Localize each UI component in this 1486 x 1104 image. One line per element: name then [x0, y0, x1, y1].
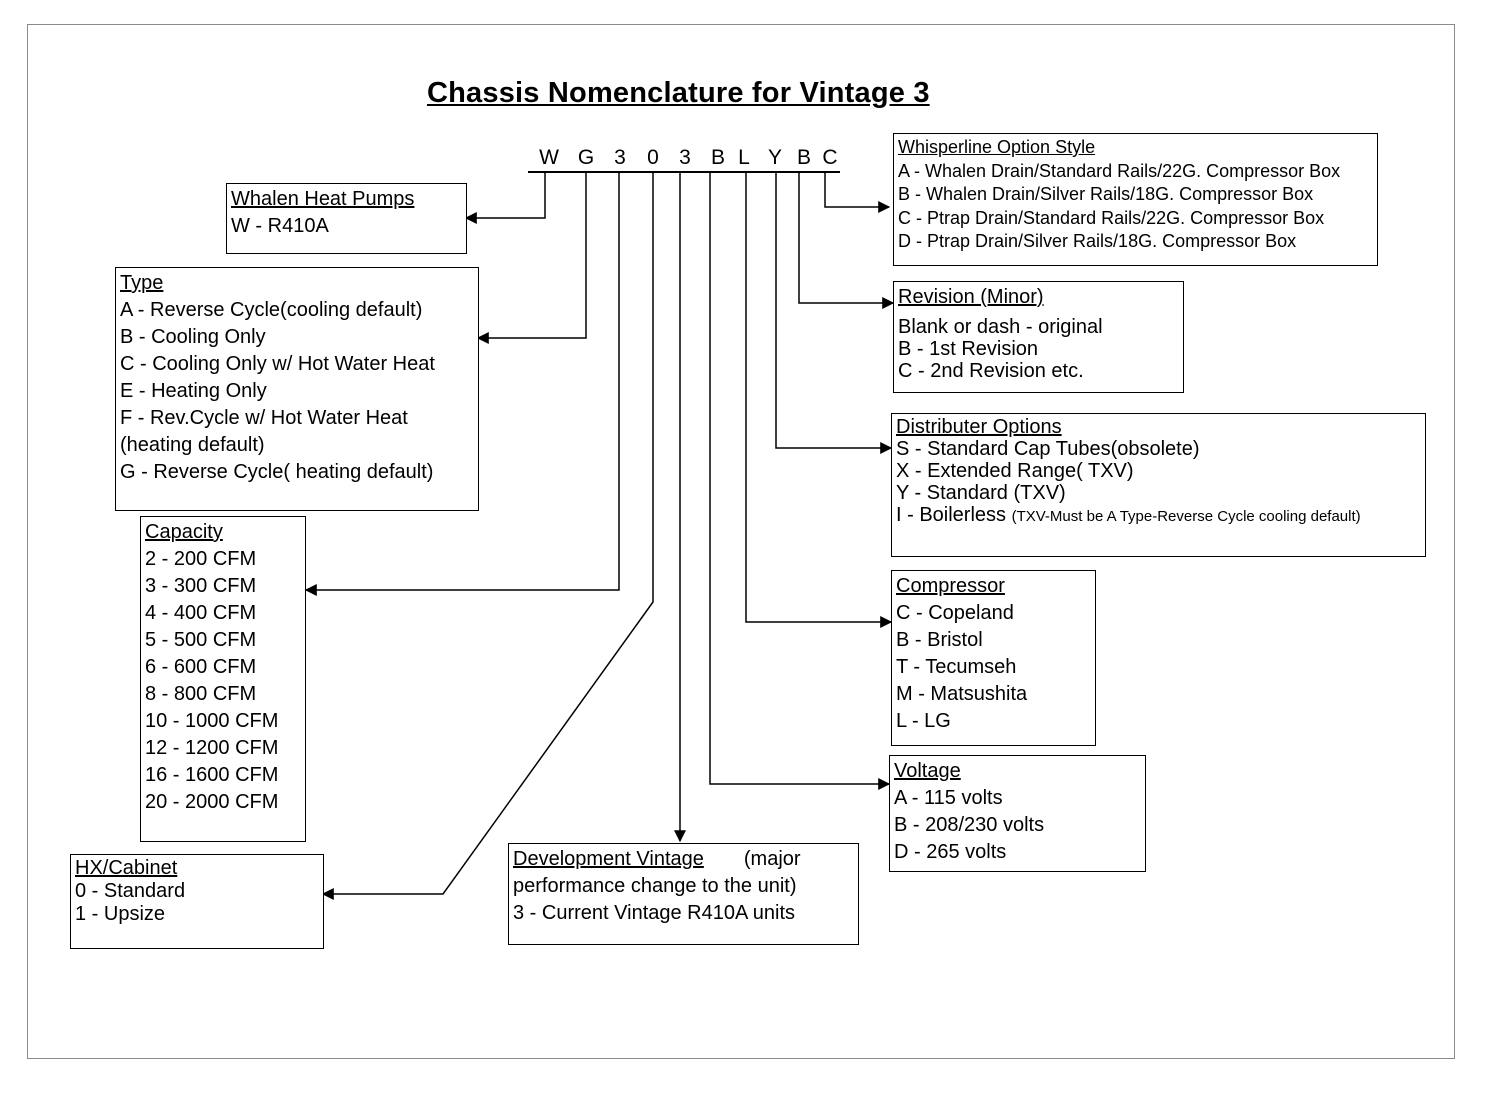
box-heading: Type: [120, 272, 164, 294]
box-item: Blank or dash - original: [898, 316, 1103, 338]
box-item: G - Reverse Cycle( heating default): [120, 461, 434, 483]
compressor-box: Compressor C - Copeland B - Bristol T - …: [891, 570, 1096, 746]
box-item: X - Extended Range( TXV): [896, 460, 1134, 482]
connector-type: [476, 173, 587, 344]
whalen-heat-pumps-box: Whalen Heat Pumps W - R410A: [226, 183, 467, 254]
box-item: (heating default): [120, 434, 265, 456]
box-item: 10 - 1000 CFM: [145, 710, 279, 732]
code-underline: [528, 171, 840, 173]
voltage-box: Voltage A - 115 volts B - 208/230 volts …: [889, 755, 1146, 872]
box-item: F - Rev.Cycle w/ Hot Water Heat: [120, 407, 408, 429]
box-heading-note: (major: [743, 848, 801, 870]
box-item: B - Whalen Drain/Silver Rails/18G. Compr…: [898, 184, 1314, 204]
box-item: 12 - 1200 CFM: [145, 737, 279, 759]
code-letter-4: 0: [647, 146, 659, 169]
connector-hx: [321, 173, 654, 900]
box-item: 3 - Current Vintage R410A units: [513, 902, 796, 924]
code-letter-10: C: [822, 146, 838, 169]
connector-capacity: [304, 173, 620, 596]
box-item: A - Whalen Drain/Standard Rails/22G. Com…: [898, 160, 1341, 181]
distributer-options-box: Distributer Options S - Standard Cap Tub…: [891, 413, 1426, 557]
connector-revision: [798, 173, 895, 309]
box-item: 8 - 800 CFM: [145, 683, 257, 705]
box-item: C - Copeland: [896, 602, 1014, 624]
code-letter-5: 3: [679, 146, 691, 169]
box-item: S - Standard Cap Tubes(obsolete): [896, 438, 1200, 460]
box-item: D - Ptrap Drain/Silver Rails/18G. Compre…: [898, 231, 1297, 251]
box-item: W - R410A: [231, 215, 329, 237]
box-item: A - Reverse Cycle(cooling default): [120, 299, 423, 321]
box-item: Y - Standard (TXV): [896, 482, 1066, 504]
hx-cabinet-box: HX/Cabinet 0 - Standard 1 - Upsize: [70, 854, 324, 949]
box-item: E - Heating Only: [120, 380, 267, 402]
box-item: B - Cooling Only: [120, 326, 266, 348]
box-item: 4 - 400 CFM: [145, 602, 257, 624]
box-heading: Whalen Heat Pumps: [231, 188, 415, 210]
development-vintage-box: Development Vintage (major performance ch…: [508, 843, 859, 945]
code-letter-9: B: [796, 146, 811, 169]
box-heading: Voltage: [894, 760, 961, 782]
code-letter-1: W: [539, 146, 559, 169]
capacity-box: Capacity 2 - 200 CFM 3 - 300 CFM 4 - 400…: [140, 516, 306, 842]
box-heading: Development Vintage: [513, 848, 704, 870]
connector-voltage: [709, 173, 891, 790]
page-title: Chassis Nomenclature for Vintage 3: [427, 77, 930, 109]
box-item: A - 115 volts: [894, 787, 1003, 809]
box-item-note: (TXV-Must be A Type-Reverse Cycle coolin…: [1011, 508, 1361, 525]
whisperline-option-style-box: Whisperline Option Style A - Whalen Drai…: [893, 133, 1378, 266]
connector-whisperline: [824, 173, 891, 213]
box-heading: Compressor: [896, 575, 1005, 597]
box-heading: Distributer Options: [896, 416, 1062, 438]
code-letter-7: L: [738, 146, 750, 169]
box-item: 1 - Upsize: [75, 903, 166, 925]
box-item: C - Cooling Only w/ Hot Water Heat: [120, 353, 435, 375]
box-item: performance change to the unit): [513, 875, 797, 897]
box-item: 0 - Standard: [75, 880, 186, 902]
code-letter-2: G: [577, 146, 595, 169]
box-item: B - Bristol: [896, 629, 983, 651]
box-item: 2 - 200 CFM: [145, 548, 257, 570]
connector-distributer: [775, 173, 893, 454]
box-item: C - Ptrap Drain/Standard Rails/22G. Comp…: [898, 207, 1325, 228]
code-letter-6: B: [710, 146, 725, 169]
box-item: B - 208/230 volts: [894, 814, 1045, 836]
box-heading: Revision (Minor): [898, 286, 1044, 308]
box-heading: Whisperline Option Style: [898, 137, 1096, 157]
revision-minor-box: Revision (Minor) Blank or dash - origina…: [893, 281, 1184, 393]
box-item: C - 2nd Revision etc.: [898, 360, 1084, 382]
box-item: 3 - 300 CFM: [145, 575, 257, 597]
box-item: I - Boilerless: [896, 504, 1007, 526]
box-item: 20 - 2000 CFM: [145, 791, 279, 813]
connector-whalen: [464, 173, 546, 224]
connector-compressor: [745, 173, 893, 628]
diagram-frame: [27, 24, 1455, 1059]
box-item: D - 265 volts: [894, 841, 1007, 863]
box-heading: HX/Cabinet: [75, 857, 178, 879]
type-box: Type A - Reverse Cycle(cooling default) …: [115, 267, 479, 511]
box-item: M - Matsushita: [896, 683, 1028, 705]
box-item: 6 - 600 CFM: [145, 656, 257, 678]
box-item: 16 - 1600 CFM: [145, 764, 279, 786]
box-item: L - LG: [896, 710, 951, 732]
box-heading: Capacity: [145, 521, 223, 543]
code-letter-3: 3: [614, 146, 626, 169]
box-item: T - Tecumseh: [896, 656, 1017, 678]
code-letter-8: Y: [767, 146, 782, 169]
box-item: 5 - 500 CFM: [145, 629, 257, 651]
box-item: B - 1st Revision: [898, 338, 1039, 360]
